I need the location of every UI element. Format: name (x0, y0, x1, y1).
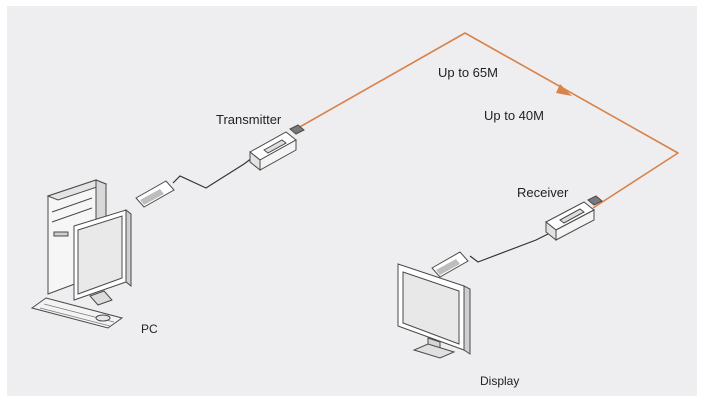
diagram-panel (7, 6, 697, 396)
receiver-label: Receiver (517, 185, 569, 200)
display-label: Display (480, 374, 520, 388)
display-monitor-icon (397, 263, 471, 359)
transmitter-module-icon (249, 124, 305, 172)
direction-arrow-icon (556, 84, 572, 96)
fiber-link (297, 32, 679, 209)
range-40m-label: Up to 40M (484, 108, 544, 123)
display-hdmi-plug-icon (431, 251, 469, 278)
range-65m-label: Up to 65M (438, 65, 498, 80)
display-cable-line (469, 233, 549, 263)
pc-hdmi-plug-icon (135, 180, 175, 208)
receiver-module-icon (545, 195, 603, 242)
transmitter-label: Transmitter (216, 112, 282, 127)
pc-label: PC (141, 322, 158, 336)
fiber-cable-line (297, 32, 679, 209)
pc-cable-line (172, 157, 253, 189)
pc-icon (30, 179, 132, 329)
